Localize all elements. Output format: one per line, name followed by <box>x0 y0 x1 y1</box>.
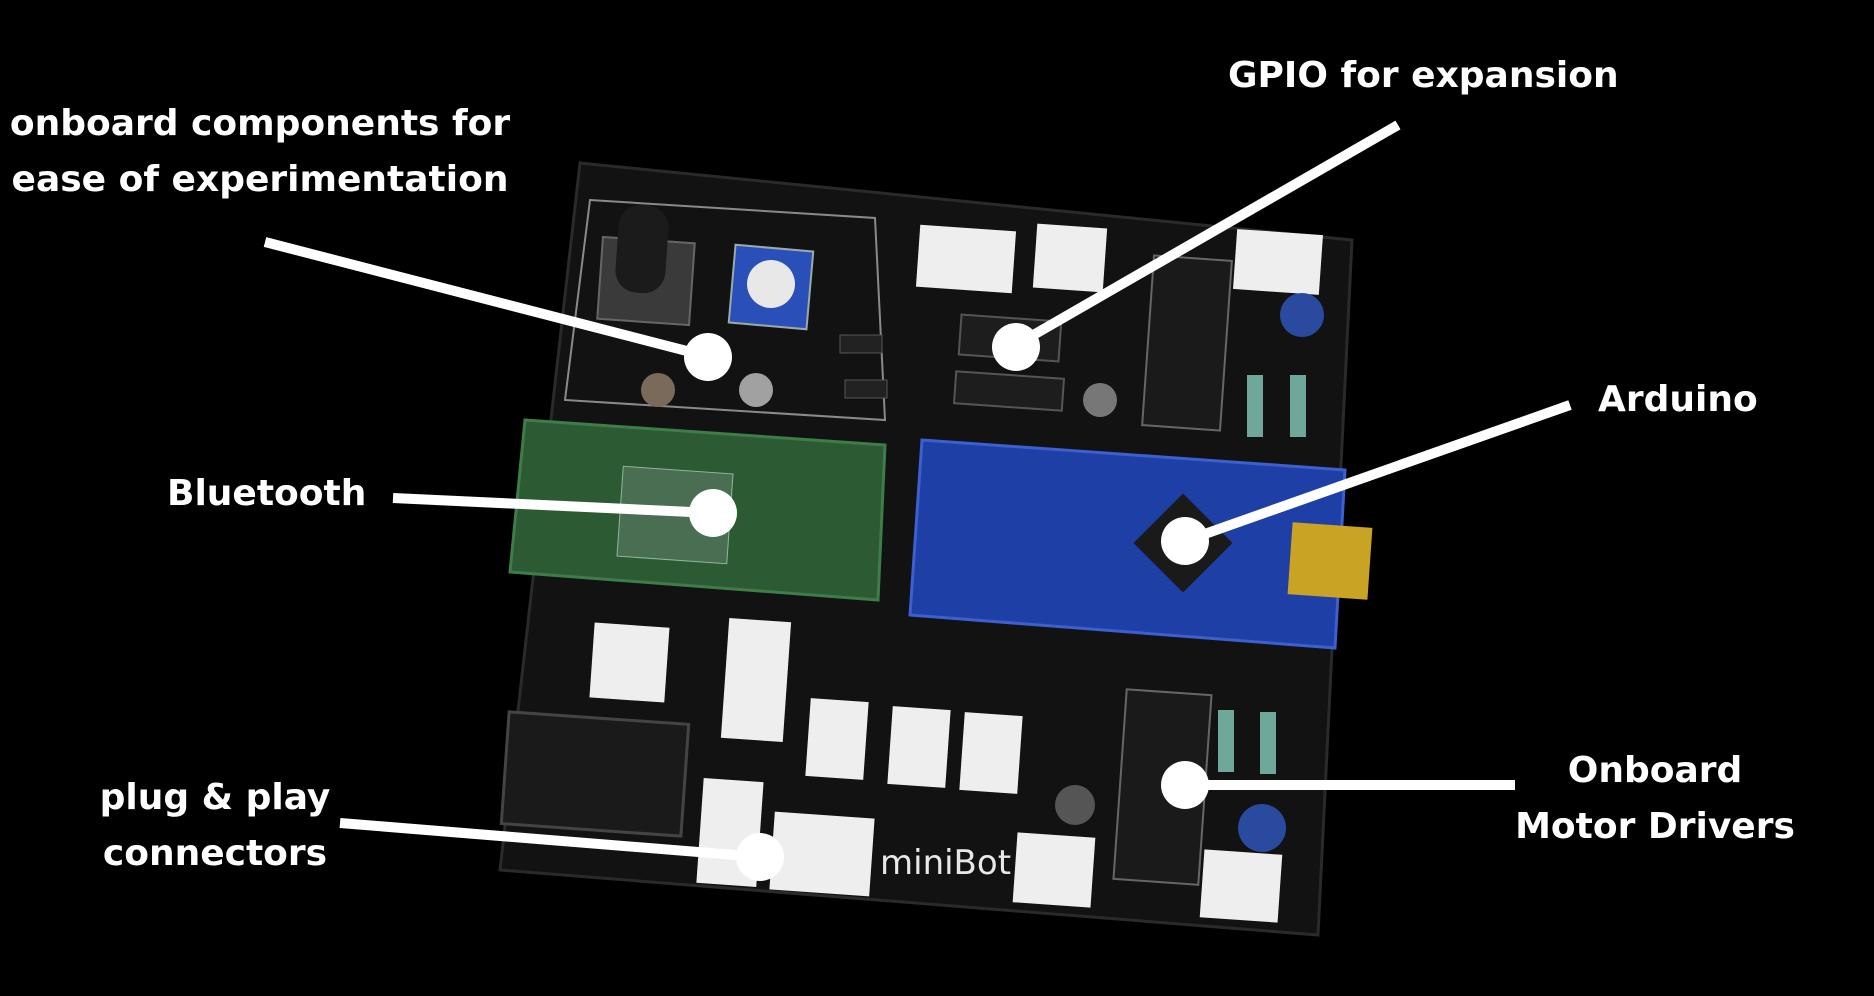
capacitor-top <box>1280 293 1324 337</box>
potentiometer-knob <box>747 260 795 308</box>
board-silkscreen-name: miniBot <box>880 843 1011 883</box>
capacitor-small <box>1083 383 1117 417</box>
connector-bottom-right-2 <box>1199 849 1283 923</box>
label-plug-play: plug & play connectors <box>99 777 331 874</box>
label-arduino: Arduino <box>1598 379 1758 420</box>
jumper-j2 <box>839 334 883 354</box>
leader-dot-arduino <box>1161 517 1209 565</box>
push-button-cap <box>615 204 669 294</box>
capacitor-c3 <box>1055 785 1095 825</box>
label-gpio: GPIO for expansion <box>1228 55 1619 96</box>
leader-line-onboard-components <box>263 237 712 362</box>
leader-dot-plug-play <box>736 833 784 881</box>
connector-bottom-mid <box>769 811 875 897</box>
leader-line-gpio <box>1013 120 1401 350</box>
arduino-nano <box>908 438 1347 650</box>
silkscreen-outline <box>563 198 887 422</box>
jumper-j1 <box>844 379 888 399</box>
connector-l3 <box>959 712 1023 794</box>
label-onboard-components: onboard components for ease of experimen… <box>9 103 511 200</box>
connector-bottom-right-1 <box>1012 832 1096 908</box>
ldr-sensor <box>641 373 675 407</box>
ic-chip-top <box>1141 254 1233 432</box>
leader-line-arduino <box>1183 400 1572 546</box>
resistor-4 <box>1260 712 1276 774</box>
top-connector-3 <box>1233 229 1323 295</box>
leader-dot-onboard-components <box>684 333 732 381</box>
resistor-2 <box>1290 375 1306 437</box>
connector-ultrasonic <box>720 617 792 743</box>
resistor-1 <box>1247 375 1263 437</box>
led <box>739 373 773 407</box>
connector-left-top <box>589 622 670 703</box>
leader-dot-gpio <box>992 323 1040 371</box>
leader-line-bluetooth <box>392 493 714 518</box>
leader-line-plug-play <box>339 818 761 862</box>
top-connector-1 <box>915 224 1017 294</box>
label-bluetooth: Bluetooth <box>167 473 367 514</box>
connector-l2 <box>887 706 951 788</box>
connector-l1 <box>805 698 869 780</box>
leader-dot-bluetooth <box>689 489 737 537</box>
label-motor-drivers: Onboard Motor Drivers <box>1515 750 1795 847</box>
gpio-header-lower <box>952 370 1066 412</box>
leader-dot-motor-drivers <box>1161 761 1209 809</box>
resistor-3 <box>1218 710 1234 772</box>
usb-port <box>1287 522 1373 600</box>
top-connector-2 <box>1032 223 1108 293</box>
barrel-jack <box>499 710 691 838</box>
capacitor-bottom <box>1238 804 1286 852</box>
